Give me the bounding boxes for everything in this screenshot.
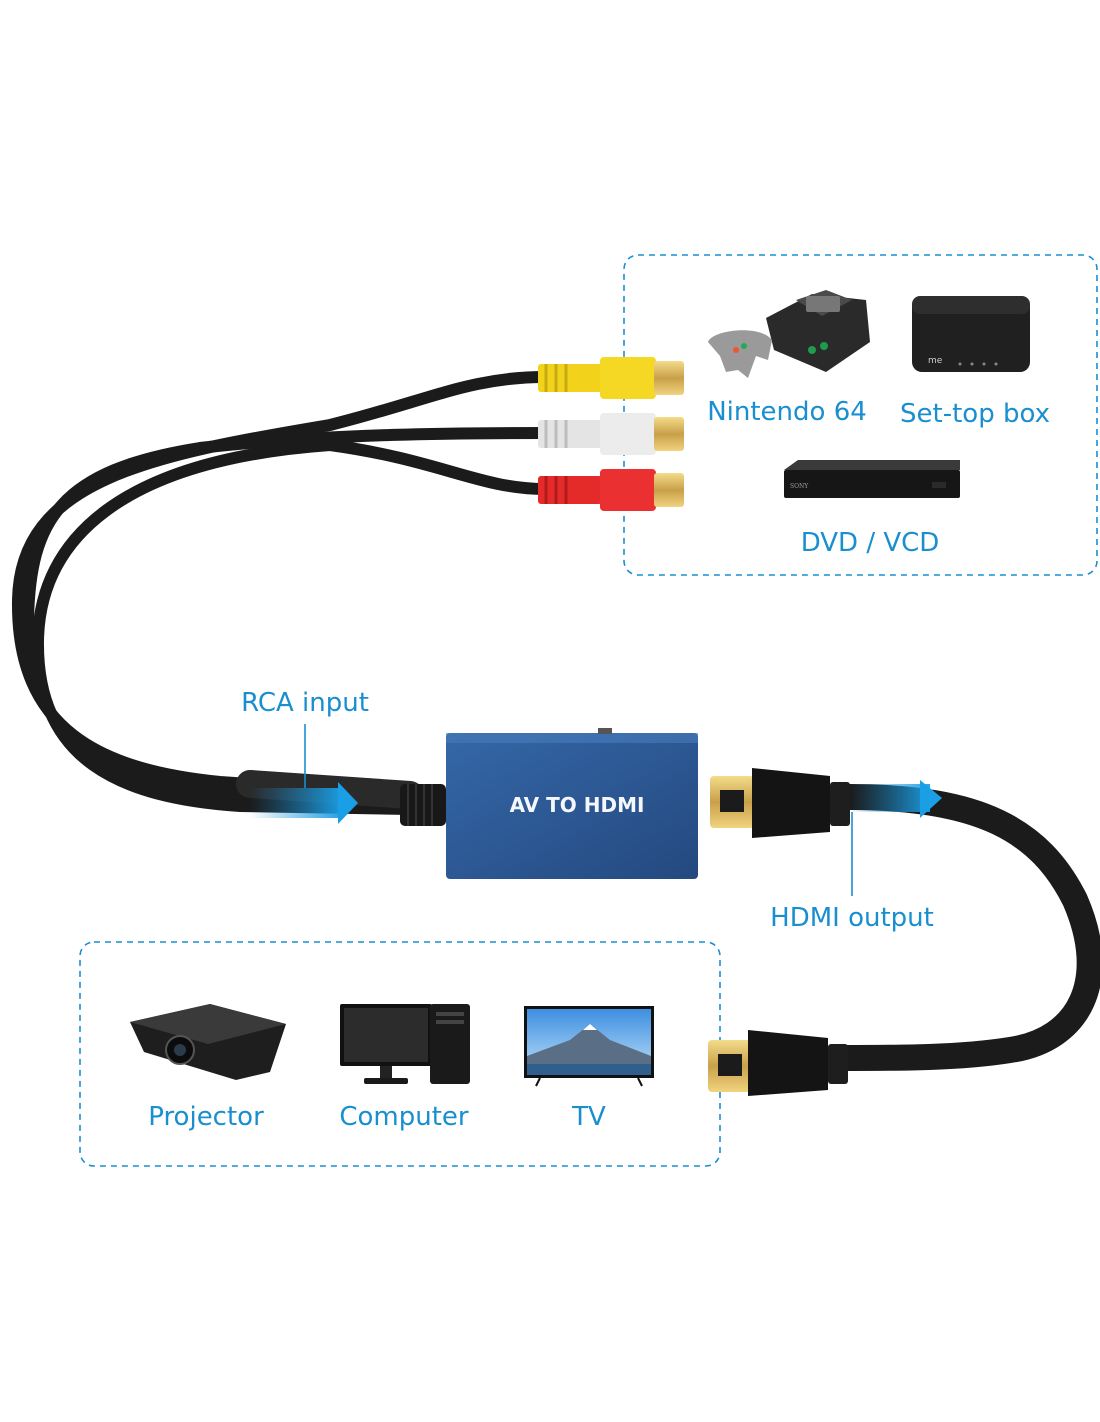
rca-plug-red [538,469,684,511]
rca-input-label: RCA input [241,688,369,718]
output-arrow [850,780,942,818]
dvd-player-icon: SONY [784,460,960,498]
display-label-tv: TV [571,1102,606,1132]
rca-cable [11,371,551,815]
display-label-computer: Computer [339,1102,469,1132]
display-label-projector: Projector [148,1102,264,1132]
computer-icon [340,1004,470,1084]
input-arrow [250,782,358,824]
svg-text:SONY: SONY [790,483,809,490]
hdmi-cable [827,784,1100,1071]
rca-plug-yellow [538,357,684,399]
hdmi-plug-top [710,768,850,838]
set-top-box-icon: me [912,296,1030,372]
converter-label: AV TO HDMI [510,793,645,817]
svg-text:me: me [928,356,943,366]
source-label-set-top-box: Set-top box [900,399,1050,429]
source-label-dvd: DVD / VCD [801,528,940,558]
projector-icon [130,1004,286,1080]
tv-icon [524,1006,654,1087]
hdmi-plug-bottom [708,1030,848,1096]
source-label-n64: Nintendo 64 [707,397,867,427]
rca-plug-white [538,413,684,455]
source-devices-panel [623,254,1098,576]
converter-box: AV TO HDMI [446,728,698,879]
hdmi-output-label: HDMI output [770,903,934,933]
rca-strain-relief [400,784,446,826]
n64-console-icon [708,290,870,378]
